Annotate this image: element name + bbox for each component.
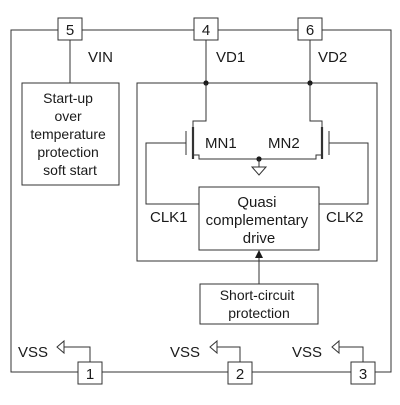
vd2-net bbox=[307, 40, 323, 127]
short-circuit-line-1: Short-circuit bbox=[220, 287, 295, 303]
short-circuit-line-2: protection bbox=[228, 305, 289, 321]
vss-ground-arrow-icon bbox=[56, 339, 65, 355]
mn2-drain-wire bbox=[309, 83, 323, 127]
vss-ground-arrow-icon bbox=[209, 339, 218, 355]
mn2-label: MN2 bbox=[268, 135, 300, 152]
startup-line-3: temperature bbox=[30, 126, 106, 142]
vss-label-2: VSS bbox=[170, 344, 200, 361]
startup-line-1: Start-up bbox=[43, 90, 93, 106]
mn1-transistor: MN1 bbox=[145, 127, 259, 205]
clk1-gate-wire bbox=[145, 142, 199, 205]
startup-line-5: soft start bbox=[43, 162, 97, 178]
quasi-complementary-drive-block bbox=[198, 186, 320, 251]
pin-6: 6 bbox=[297, 17, 323, 41]
vd1-label: VD1 bbox=[216, 49, 245, 66]
drive-line-2: complementary bbox=[206, 212, 309, 229]
drive-block-text: Quasi complementary drive bbox=[206, 194, 313, 247]
pin-5: 5 bbox=[57, 17, 83, 41]
vss-label-3: VSS bbox=[292, 344, 322, 361]
pin-4-number: 4 bbox=[202, 22, 210, 39]
power-stage-box bbox=[136, 82, 378, 262]
vd1-net bbox=[192, 40, 209, 127]
clk2-gate-wire bbox=[319, 142, 369, 205]
ground-arrow-icon bbox=[250, 166, 268, 176]
clk2-label: CLK2 bbox=[326, 209, 364, 226]
vin-label: VIN bbox=[88, 49, 113, 66]
startup-line-4: protection bbox=[37, 144, 98, 160]
vss-label-1: VSS bbox=[18, 344, 48, 361]
pin-4: 4 bbox=[193, 17, 219, 41]
startup-protection-text: Start-up over temperature protection sof… bbox=[30, 90, 109, 178]
pin-3: 3 bbox=[350, 361, 376, 385]
startup-line-2: over bbox=[54, 108, 82, 124]
short-circuit-protection-block bbox=[199, 283, 319, 325]
drive-line-1: Quasi bbox=[237, 194, 276, 211]
clk1-label: CLK1 bbox=[150, 209, 188, 226]
mn2-transistor: MN2 bbox=[259, 127, 369, 205]
pin-1: 1 bbox=[77, 361, 103, 385]
pin-5-number: 5 bbox=[66, 22, 74, 39]
vss-pin-3: VSS bbox=[292, 339, 364, 362]
vd2-label: VD2 bbox=[318, 49, 347, 66]
pin-3-number: 3 bbox=[359, 366, 367, 383]
short-circuit-text: Short-circuit protection bbox=[220, 287, 299, 321]
arrowhead-up-icon bbox=[255, 250, 263, 258]
pin-6-number: 6 bbox=[306, 22, 314, 39]
pin-2: 2 bbox=[227, 361, 253, 385]
drive-line-3: drive bbox=[243, 230, 276, 247]
startup-protection-block bbox=[21, 82, 120, 186]
vss-pin-2: VSS bbox=[170, 339, 241, 362]
mn1-label: MN1 bbox=[205, 135, 237, 152]
mn1-source-wire bbox=[193, 154, 259, 160]
vss-ground-arrow-icon bbox=[331, 339, 340, 355]
vss-pin-1: VSS bbox=[18, 339, 91, 362]
pin-1-number: 1 bbox=[86, 366, 94, 383]
pin-2-number: 2 bbox=[236, 366, 244, 383]
mn2-source-wire bbox=[259, 154, 322, 160]
mn1-drain-wire bbox=[192, 83, 207, 127]
